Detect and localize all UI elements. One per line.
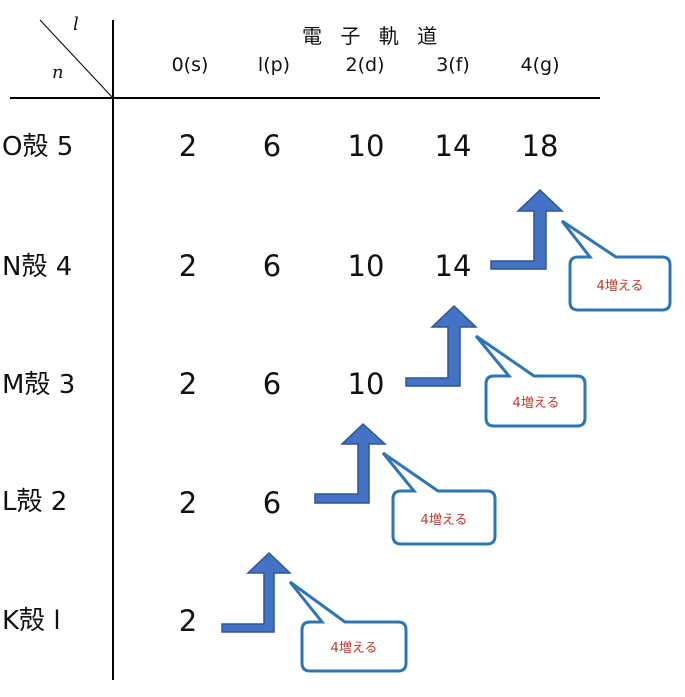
- cell-o-f: 14: [434, 129, 472, 163]
- cell-n-d: 10: [347, 249, 385, 283]
- cell-k-s: 2: [178, 604, 198, 638]
- column-header-p: l(p): [257, 54, 291, 76]
- cell-l-s: 2: [178, 486, 198, 520]
- shell-label-k: K殻 l: [2, 606, 61, 636]
- column-header-d: 2(d): [345, 54, 385, 76]
- cell-m-p: 6: [262, 367, 282, 401]
- corner-label-n: n: [52, 62, 64, 83]
- column-header-g: 4(g): [520, 54, 560, 76]
- callout-text-m-to-n: 4増える: [512, 396, 560, 411]
- cell-o-g: 18: [521, 129, 559, 163]
- shell-label-l: L殻 2: [2, 487, 68, 517]
- callout-l-to-m: [381, 451, 497, 546]
- cell-o-d: 10: [347, 129, 385, 163]
- shell-label-o: O殻 5: [2, 132, 74, 162]
- arrow-k-to-l: [221, 551, 292, 633]
- cell-n-p: 6: [262, 249, 282, 283]
- callout-text-k-to-l: 4増える: [330, 641, 378, 656]
- orbital-header-title: 電 子 軌 道: [302, 24, 444, 48]
- corner-diagonal: [39, 19, 113, 98]
- cell-o-p: 6: [262, 129, 282, 163]
- cell-n-f: 14: [434, 249, 472, 283]
- cell-o-s: 2: [178, 129, 198, 163]
- callout-text-l-to-m: 4増える: [420, 513, 468, 528]
- cell-m-s: 2: [178, 367, 198, 401]
- shell-label-m: M殻 3: [2, 370, 76, 400]
- column-header-f: 3(f): [436, 54, 470, 76]
- shell-label-n: N殻 4: [2, 252, 73, 282]
- callout-k-to-l: [288, 580, 408, 673]
- callout-n-to-o: [560, 219, 672, 312]
- arrow-l-to-m: [314, 422, 387, 504]
- corner-label-l: l: [73, 14, 79, 35]
- cell-l-p: 6: [262, 486, 282, 520]
- callout-text-n-to-o: 4増える: [596, 279, 644, 294]
- cell-m-d: 10: [347, 367, 385, 401]
- callout-m-to-n: [474, 334, 587, 428]
- arrow-n-to-o: [490, 188, 564, 270]
- arrow-m-to-n: [405, 304, 478, 387]
- cell-n-s: 2: [178, 249, 198, 283]
- column-header-s: 0(s): [171, 54, 209, 76]
